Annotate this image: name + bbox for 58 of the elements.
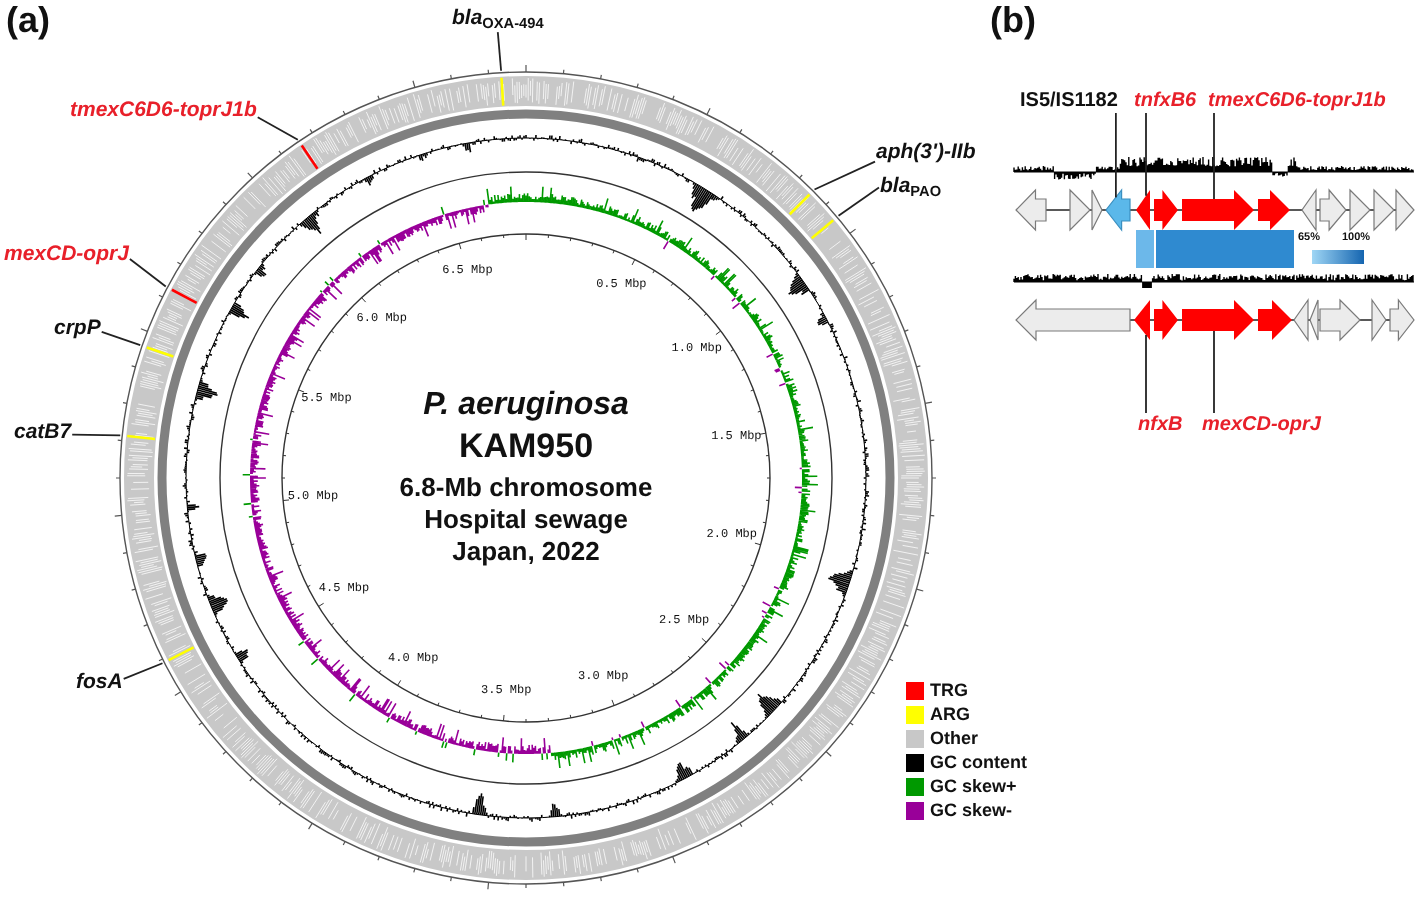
gene-label: tnfxB6 (1134, 90, 1197, 112)
leader-line (129, 258, 167, 288)
leader-line (496, 31, 502, 72)
leader-line (1115, 112, 1117, 199)
leader-line (71, 433, 122, 437)
gene-symbol (1258, 300, 1292, 340)
legend-label: GC skew+ (930, 777, 1017, 797)
legend-label: ARG (930, 705, 970, 725)
gene-symbol (1069, 188, 1091, 232)
gene-symbol (1154, 300, 1178, 340)
gene-symbol (1015, 188, 1047, 232)
leader-line (122, 662, 164, 680)
gene-symbol (1301, 188, 1317, 232)
gene-symbol (1373, 188, 1395, 232)
leader-line (1145, 334, 1147, 414)
legend-label: Other (930, 729, 979, 749)
gene-label: catB7 (14, 422, 72, 446)
origin-label: Japan, 2022 (452, 537, 600, 567)
gene-label: aph(3')-IIb (876, 142, 976, 166)
legend-label: GC skew- (930, 801, 1013, 821)
chromosome-size-label: 6.8-Mb chromosome (399, 473, 653, 503)
gene-label: tmexC6D6-toprJ1b (70, 100, 257, 124)
leader-line (256, 116, 299, 141)
leader-line (813, 160, 876, 191)
gene-symbol (1136, 190, 1150, 230)
gene-symbol (1182, 300, 1254, 340)
gene-label: nfxB (1138, 414, 1183, 436)
leader-line (100, 330, 142, 347)
panel-label: (b) (990, 2, 1036, 42)
gene-symbol (1395, 188, 1415, 232)
leader-line (1213, 330, 1215, 414)
legend-label: GC content (930, 753, 1027, 773)
gene-label: fosA (76, 672, 123, 696)
legend-label: TRG (930, 681, 968, 701)
gene-label: bla$_{OXA-494}$ (452, 8, 544, 32)
gene-label: tmexC6D6-toprJ1b (1208, 90, 1386, 112)
gene-label: bla$_{PAO}$ (880, 176, 942, 200)
gene-symbol (1389, 298, 1415, 342)
leader-line (1145, 112, 1147, 197)
gene-symbol (1015, 298, 1131, 342)
gene-symbol (1371, 298, 1387, 342)
gene-label: mexCD-oprJ (1202, 414, 1321, 436)
gene-symbol (1154, 190, 1178, 230)
gene-symbol (1349, 188, 1371, 232)
leader-line (837, 186, 880, 217)
leader-line (1213, 112, 1215, 200)
gene-symbol (1319, 188, 1347, 232)
gene-symbol (1258, 190, 1290, 230)
species-name: P. aeruginosa (423, 388, 629, 424)
source-label: Hospital sewage (424, 505, 628, 535)
gene-symbol (1105, 188, 1131, 232)
gene-symbol (1293, 298, 1309, 342)
gene-symbol (1182, 190, 1254, 230)
strain-name: KAM950 (458, 429, 594, 467)
gene-label: mexCD-oprJ (4, 244, 129, 268)
panel-label: (a) (6, 2, 50, 42)
gene-label: IS5/IS1182 (1020, 90, 1118, 112)
gene-label: crpP (54, 318, 101, 342)
